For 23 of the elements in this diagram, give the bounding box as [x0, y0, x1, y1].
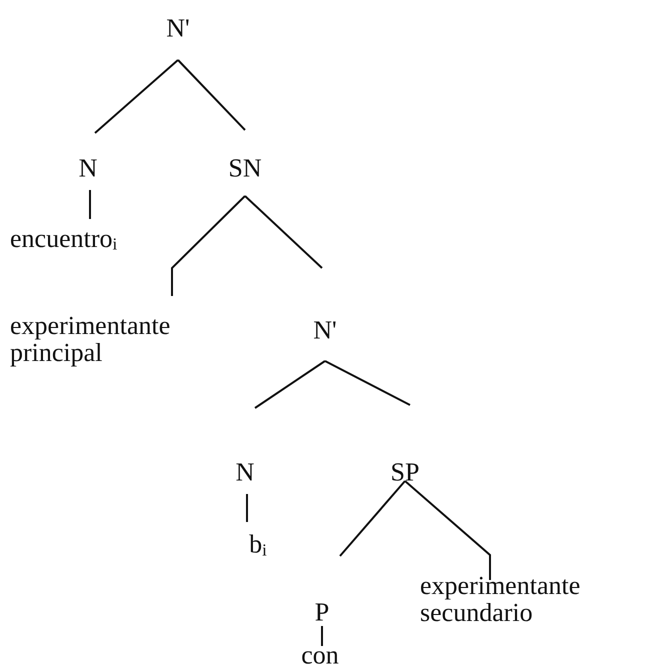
tree-branch [254, 360, 326, 409]
tree-branch [246, 494, 248, 522]
tree-node-label: SP [390, 458, 420, 486]
tree-branch [177, 59, 246, 131]
tree-node-label: b$_{i}$ [249, 530, 267, 564]
tree-branch [324, 360, 410, 406]
tree-node-label: con [301, 642, 339, 668]
tree-branch [89, 190, 91, 219]
tree-branch [94, 59, 179, 134]
tree-node-label: N' [166, 14, 190, 42]
tree-branch [404, 480, 491, 580]
tree-node-label: N [78, 154, 98, 182]
tree-node-label: P [314, 598, 330, 626]
tree-node-label: experimentante principal [10, 312, 185, 366]
tree-branch [244, 195, 323, 269]
tree-node-label: SN [228, 154, 262, 182]
tree-branch [171, 195, 246, 296]
tree-node-label: N [236, 458, 254, 486]
tree-branch [321, 626, 323, 646]
tree-node-label: encuentro$_{i}$ [10, 225, 118, 258]
tree-node-label: experimentante secundario [420, 572, 620, 626]
tree-branch [339, 480, 406, 557]
tree-node-label: N' [313, 316, 337, 344]
